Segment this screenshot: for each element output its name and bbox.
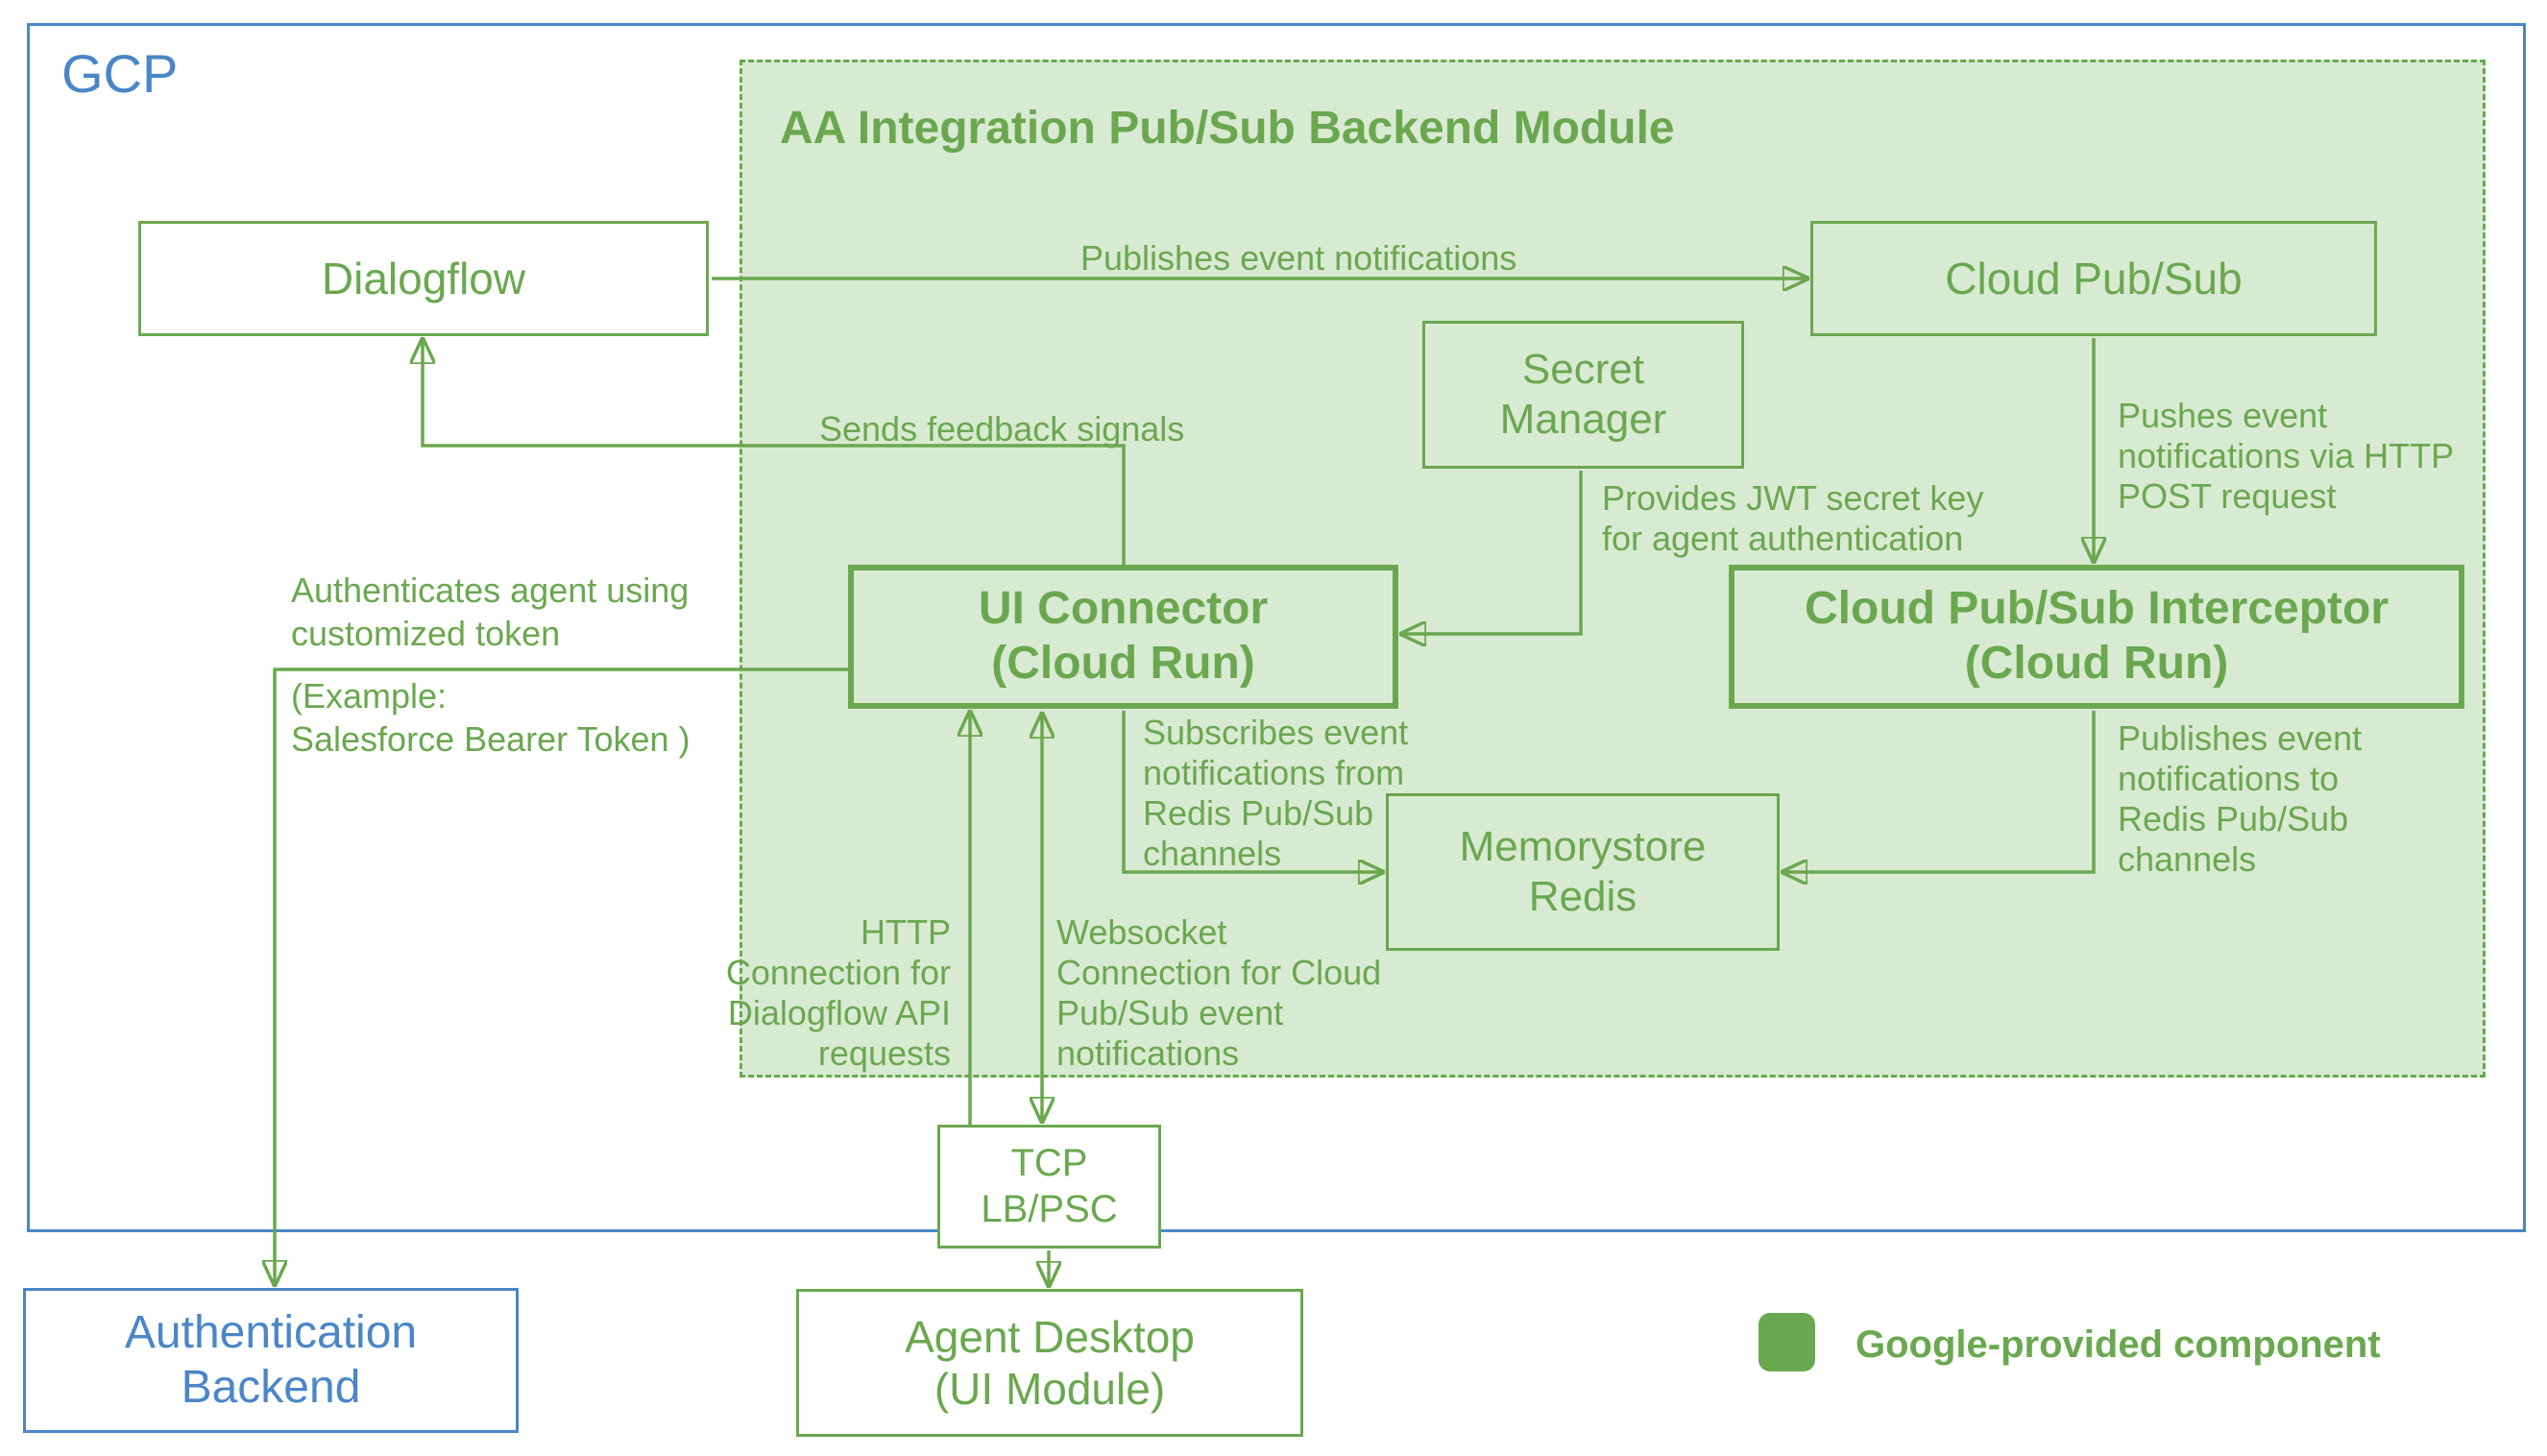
label-subscribes-event-notifications: Subscribes event notifications from Redi… <box>1143 713 1409 873</box>
node-cloud-pubsub-label: Cloud Pub/Sub <box>1945 253 2243 303</box>
node-cloud-pubsub-interceptor: Cloud Pub/Sub Interceptor (Cloud Run) <box>1729 565 2464 709</box>
node-ui-connector: UI Connector (Cloud Run) <box>848 565 1398 709</box>
node-agent-desktop-label: Agent Desktop (UI Module) <box>905 1311 1195 1414</box>
legend-google-component-swatch <box>1759 1313 1815 1371</box>
gcp-label: GCP <box>61 43 179 104</box>
node-memorystore-redis: Memorystore Redis <box>1386 793 1780 951</box>
arrow-ui-connector-to-auth-backend <box>275 667 849 1284</box>
label-pushes-event-notifications: Pushes event notifications via HTTP POST… <box>2118 396 2455 516</box>
node-secret-manager: Secret Manager <box>1422 321 1744 469</box>
node-agent-desktop: Agent Desktop (UI Module) <box>796 1289 1303 1437</box>
label-provides-jwt-secret-key: Provides JWT secret key for agent authen… <box>1602 478 1984 558</box>
arrow-secret-manager-to-ui-connector <box>1402 471 1583 634</box>
arrow-ui-connector-to-dialogflow-feedback <box>423 340 1126 565</box>
node-dialogflow-label: Dialogflow <box>321 253 526 303</box>
arrow-interceptor-to-memorystore <box>1783 711 2096 872</box>
node-cloud-pubsub: Cloud Pub/Sub <box>1810 221 2377 336</box>
label-publishes-event-notifications: Publishes event notifications <box>1080 238 1517 278</box>
node-cloud-pubsub-interceptor-label: Cloud Pub/Sub Interceptor (Cloud Run) <box>1805 583 2389 689</box>
node-secret-manager-label: Secret Manager <box>1499 346 1667 443</box>
label-authenticates-agent: Authenticates agent using customized tok… <box>291 570 690 653</box>
label-sends-feedback-signals: Sends feedback signals <box>819 409 1185 449</box>
node-dialogflow: Dialogflow <box>138 221 709 336</box>
label-http-connection: HTTP Connection for Dialogflow API reque… <box>725 912 951 1073</box>
node-tcp-lb-psc-label: TCP LB/PSC <box>981 1142 1118 1230</box>
arrow-ui-connector-to-memorystore <box>1122 711 1382 872</box>
node-ui-connector-label: UI Connector (Cloud Run) <box>978 583 1269 689</box>
label-websocket-connection: Websocket Connection for Cloud Pub/Sub e… <box>1056 912 1382 1073</box>
label-authenticates-agent-example: (Example: Salesforce Bearer Token ) <box>291 676 691 759</box>
legend-google-component-label: Google-provided component <box>1856 1323 2381 1366</box>
node-memorystore-redis-label: Memorystore Redis <box>1459 823 1707 920</box>
label-publishes-to-redis: Publishes event notifications to Redis P… <box>2118 718 2363 879</box>
node-authentication-backend: Authentication Backend <box>23 1288 519 1433</box>
pubsub-backend-module-title: AA Integration Pub/Sub Backend Module <box>780 103 1675 154</box>
node-tcp-lb-psc: TCP LB/PSC <box>937 1125 1161 1249</box>
gcp-boundary-box <box>27 23 2526 1232</box>
node-authentication-backend-label: Authentication Backend <box>124 1306 418 1413</box>
